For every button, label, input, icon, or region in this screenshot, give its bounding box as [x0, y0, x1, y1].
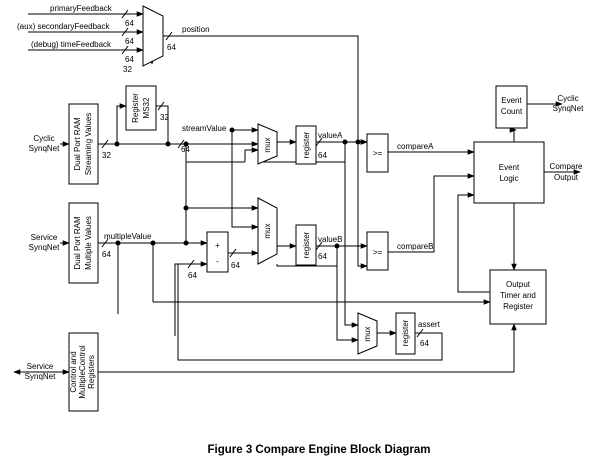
- cyclic-synqnet-out-1: Cyclic: [557, 94, 578, 103]
- width-adder-minus: 64: [188, 271, 197, 280]
- feedback-mux: [142, 5, 164, 67]
- compare-output-1: Compare: [550, 162, 583, 171]
- register-b-block: register: [295, 224, 317, 266]
- service-synqnet-in-2: SynqNet: [29, 243, 60, 252]
- compare-output-2: Output: [554, 173, 579, 182]
- lower-mux: mux: [257, 197, 278, 265]
- comparator-a-label: >=: [373, 149, 383, 158]
- width-assert: 64: [420, 339, 429, 348]
- upper-mux: mux: [257, 123, 278, 165]
- register-b-label: register: [302, 231, 311, 258]
- bus-width-labels: 64 64 64 32 64 32 32 64 64 64 64 64 64 6…: [102, 19, 429, 348]
- assert-register-block: register: [395, 312, 416, 355]
- cyclic-synqnet-in-2: SynqNet: [29, 144, 60, 153]
- width-mux-select: 32: [123, 65, 132, 74]
- cyclic-synqnet-in-1: Cyclic: [33, 134, 54, 143]
- lower-mux-label: mux: [263, 223, 272, 238]
- adder-plus: +: [215, 241, 220, 250]
- control-registers-label-1: Control and: [69, 351, 78, 392]
- register-ms32-label-1: Register: [131, 93, 140, 123]
- width-position: 64: [167, 43, 176, 52]
- event-count-label-2: Count: [501, 107, 523, 116]
- width-adder: 64: [231, 261, 240, 270]
- adder-block: + -: [206, 231, 229, 273]
- event-logic-label-2: Logic: [499, 174, 518, 183]
- multiple-value-label: multipleValue: [104, 232, 152, 241]
- service-synqnet-in-1: Service: [31, 233, 58, 242]
- width-primary: 64: [125, 19, 134, 28]
- signal-labels: primaryFeedback (aux) secondaryFeedback …: [17, 4, 584, 381]
- output-timer-label-1: Output: [506, 280, 531, 289]
- width-stream-ram: 32: [102, 151, 111, 160]
- assert-register-label: register: [401, 319, 410, 346]
- comparator-b-label: >=: [373, 248, 383, 257]
- compare-a-label: compareA: [397, 142, 434, 151]
- compare-b-label: compareB: [397, 242, 433, 251]
- control-registers-block: Control and MultipleControl Registers: [68, 332, 99, 412]
- streaming-ram-block: Dual Port RAM Streaming Values: [68, 103, 99, 185]
- comparator-a: >=: [366, 133, 389, 173]
- multiple-ram-label-1: Dual Port RAM: [73, 216, 82, 270]
- width-value-b: 64: [318, 252, 327, 261]
- event-logic-label-1: Event: [499, 163, 520, 172]
- width-ms32: 32: [160, 113, 169, 122]
- register-ms32-label-2: MS32: [142, 97, 151, 118]
- register-a-block: register: [295, 125, 317, 165]
- width-time: 64: [125, 55, 134, 64]
- adder-minus: -: [216, 257, 219, 266]
- event-count-label-1: Event: [501, 96, 522, 105]
- output-timer-block: Output Timer and Register: [489, 269, 547, 325]
- event-count-block: Event Count: [495, 85, 528, 129]
- multiple-ram-block: Dual Port RAM Multiple Values: [68, 202, 99, 284]
- cyclic-synqnet-out-2: SynqNet: [553, 104, 584, 113]
- wires: [13, 11, 581, 375]
- value-a-label: valueA: [318, 131, 343, 140]
- width-value-a: 64: [318, 151, 327, 160]
- register-a-label: register: [302, 131, 311, 158]
- streaming-ram-label-1: Dual Port RAM: [73, 117, 82, 171]
- output-timer-label-2: Timer and: [500, 291, 536, 300]
- streaming-ram-label-2: Streaming Values: [84, 113, 93, 176]
- bus-width-marks: [101, 9, 424, 338]
- width-stream-value: 64: [181, 145, 190, 154]
- register-ms32-block: Register MS32: [125, 85, 157, 131]
- figure-caption: Figure 3 Compare Engine Block Diagram: [207, 444, 430, 456]
- secondary-feedback-label: (aux) secondaryFeedback: [17, 22, 110, 31]
- primary-feedback-label: primaryFeedback: [50, 4, 113, 13]
- time-feedback-label: (debug) timeFeedback: [31, 40, 112, 49]
- assert-label: assert: [418, 320, 441, 329]
- width-multiple-value: 64: [102, 250, 111, 259]
- position-label: position: [182, 25, 210, 34]
- control-registers-label-3: Registers: [87, 355, 96, 389]
- upper-mux-label: mux: [263, 137, 272, 152]
- service-synqnet-bottom-1: Service: [27, 362, 54, 371]
- stream-value-label: streamValue: [182, 124, 227, 133]
- comparator-b: >=: [366, 231, 389, 271]
- assert-mux: mux: [357, 312, 378, 355]
- multiple-ram-label-2: Multiple Values: [84, 216, 93, 270]
- width-secondary: 64: [125, 37, 134, 46]
- control-registers-label-2: MultipleControl: [78, 345, 87, 399]
- service-synqnet-bottom-2: SynqNet: [25, 372, 56, 381]
- value-b-label: valueB: [318, 235, 342, 244]
- assert-mux-label: mux: [363, 326, 372, 341]
- event-logic-block: Event Logic: [473, 141, 545, 204]
- junction-dots: [114, 127, 361, 249]
- output-timer-label-3: Register: [503, 302, 533, 311]
